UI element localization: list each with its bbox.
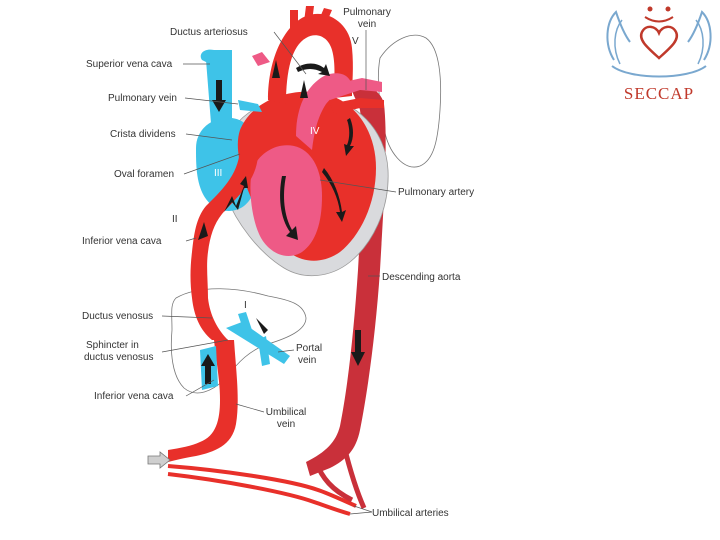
- numeral-iv: IV: [310, 126, 320, 137]
- label-ductus-arteriosus: Ductus arteriosus: [170, 27, 248, 38]
- aortic-branch-1: [290, 10, 298, 30]
- label-sphincter-1: Sphincter in: [86, 340, 139, 351]
- svc-top: [200, 49, 232, 62]
- iliac-artery-right: [341, 445, 367, 510]
- label-pulmonary-vein-top-1: Pulmonary: [343, 7, 391, 18]
- label-inferior-vena-cava-lower: Inferior vena cava: [94, 391, 174, 402]
- label-portal-vein-2: vein: [298, 355, 316, 366]
- label-crista-dividens: Crista dividens: [110, 129, 176, 140]
- label-sphincter-2: ductus venosus: [84, 352, 154, 363]
- arrow-ivc-up-icon: [224, 176, 248, 212]
- label-umbilical-arteries: Umbilical arteries: [372, 508, 449, 519]
- iliac-artery-left: [313, 461, 354, 503]
- umbilical-inflow-arrow-icon: [147, 451, 171, 469]
- arrow-aorta-down-icon: [351, 330, 365, 366]
- arrow-arch-up-icon: [272, 60, 280, 78]
- pulmonary-vein-right: [330, 98, 384, 114]
- numeral-i: I: [244, 300, 247, 311]
- numeral-ii: II: [172, 214, 178, 225]
- arrow-svc-down-icon: [212, 80, 226, 112]
- arrow-portal-icon: [256, 318, 268, 334]
- label-superior-vena-cava: Superior vena cava: [86, 59, 173, 70]
- portal-branch-top: [238, 312, 252, 332]
- umbilical-artery-1: [167, 464, 357, 508]
- pulmonary-vein-left-vessel: [238, 100, 262, 112]
- arrow-ductus-icon: [300, 80, 308, 98]
- label-umbilical-vein-1: Umbilical: [266, 407, 307, 418]
- aortic-branch-2: [304, 6, 314, 22]
- label-inferior-vena-cava-upper: Inferior vena cava: [82, 236, 162, 247]
- inferior-vena-cava-upper: [190, 150, 258, 298]
- arrow-rv-icon: [280, 176, 298, 240]
- label-oval-foramen: Oval foramen: [114, 169, 174, 180]
- label-ductus-venosus: Ductus venosus: [82, 311, 153, 322]
- liver-outline: [170, 288, 307, 394]
- arrow-ivc-lower-up-icon: [201, 354, 215, 384]
- right-ventricle: [250, 145, 322, 257]
- umbilical-vein: [168, 340, 238, 462]
- aortic-arch: [268, 13, 353, 105]
- arrow-pa-icon: [344, 118, 354, 156]
- umbilical-artery-2: [167, 472, 351, 516]
- logo-text: SECCAP: [624, 84, 694, 103]
- arrow-ivc-mid-icon: [198, 222, 208, 240]
- portal-vein: [226, 322, 290, 364]
- label-umbilical-vein-2: vein: [277, 419, 295, 430]
- arrow-arch-icon: [296, 63, 330, 76]
- numeral-v: V: [352, 36, 359, 47]
- leader-lines: [161, 30, 397, 515]
- hands-heart-icon: [606, 6, 712, 78]
- arrow-lv-icon: [322, 168, 346, 222]
- numeral-iii: III: [214, 168, 222, 179]
- label-portal-vein-1: Portal: [296, 343, 322, 354]
- label-pulmonary-vein-top-2: vein: [358, 19, 376, 30]
- label-pulmonary-artery: Pulmonary artery: [398, 187, 474, 198]
- aortic-branch-3: [318, 8, 332, 24]
- aortic-branch-pink: [252, 52, 270, 66]
- flow-arrows: [198, 60, 365, 384]
- pulmonary-artery-branch: [326, 78, 382, 100]
- portal-branch: [258, 336, 270, 366]
- label-pulmonary-vein-left: Pulmonary vein: [108, 93, 177, 104]
- seccap-logo: SECCAP: [606, 6, 712, 103]
- lung-outline: [377, 34, 442, 168]
- label-descending-aorta: Descending aorta: [382, 272, 461, 283]
- ductus-venosus: [192, 298, 228, 340]
